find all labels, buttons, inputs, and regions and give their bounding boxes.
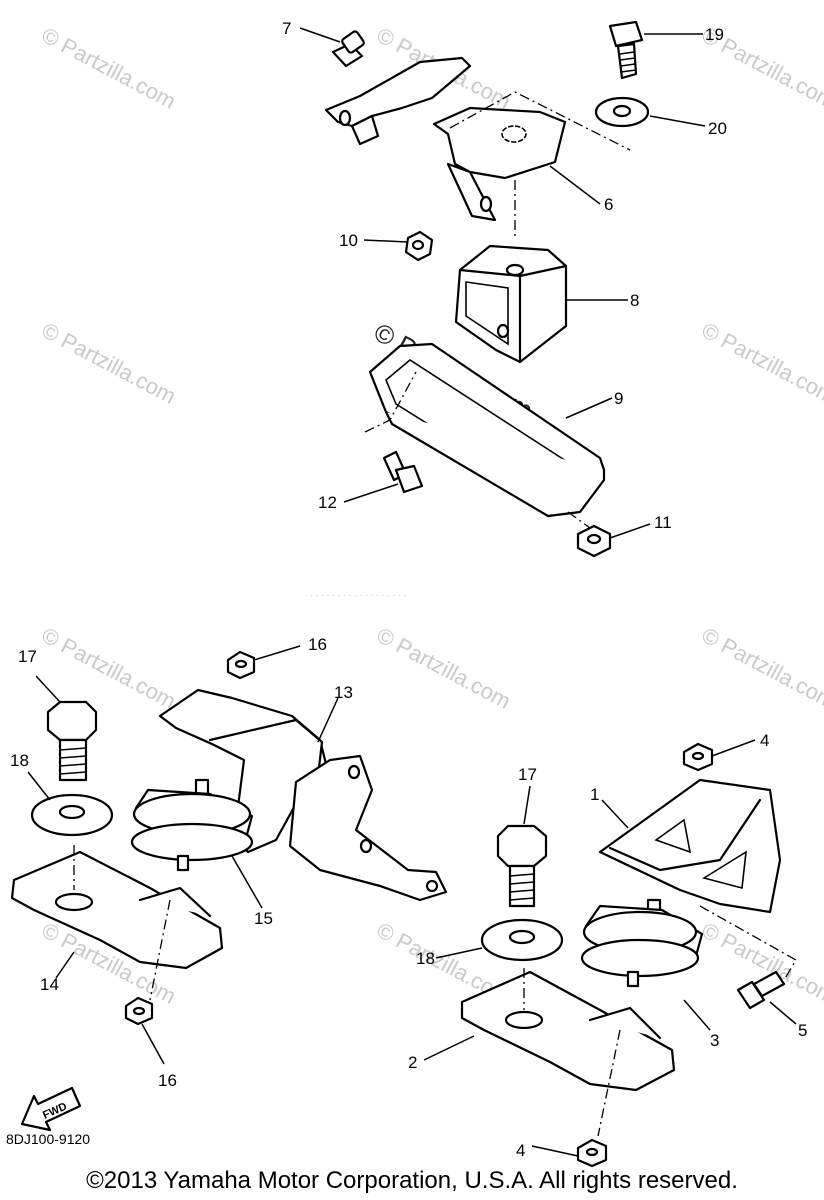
callout-3: 3 [710, 1031, 719, 1050]
part-12-bolt[interactable] [364, 371, 424, 494]
part-13-bracket[interactable] [158, 688, 448, 902]
callout-17-left: 17 [18, 647, 37, 666]
part-4-nut-bottom[interactable] [576, 1138, 608, 1168]
part-19-bolt[interactable] [608, 20, 644, 80]
callout-5: 5 [798, 1021, 807, 1040]
watermark-text: Partzilla.com [392, 633, 515, 714]
part-7-bolt[interactable] [331, 30, 365, 68]
callout-11: 11 [654, 513, 672, 532]
callout-17-right: 17 [518, 765, 537, 784]
callout-19: 19 [705, 25, 724, 44]
part-9-base-plate[interactable] [368, 342, 606, 518]
callout-4-top: 4 [760, 731, 769, 750]
part-1-bracket[interactable] [598, 778, 782, 914]
part-2-bracket[interactable] [460, 968, 676, 1137]
callout-9: 9 [614, 389, 623, 408]
callout-15: 15 [254, 909, 273, 928]
callout-4-bottom: 4 [516, 1141, 525, 1160]
part-18-washer-right[interactable] [480, 918, 564, 962]
copyright-notice: ©2013 Yamaha Motor Corporation, U.S.A. A… [86, 1167, 738, 1194]
part-16-nut-top[interactable] [226, 650, 256, 680]
callout-1: 1 [590, 785, 599, 804]
part-17-bolt-right[interactable] [496, 824, 548, 908]
part-17-bolt-left[interactable] [46, 700, 98, 782]
part-20-washer[interactable] [594, 96, 650, 128]
callout-6: 6 [604, 195, 613, 214]
watermark-text: Partzilla.com [717, 33, 824, 114]
watermark-text: Partzilla.com [717, 328, 824, 409]
watermark-text: Partzilla.com [57, 33, 180, 114]
callout-10: 10 [339, 231, 358, 250]
callout-14: 14 [40, 975, 59, 994]
leader-lines [27, 27, 797, 1157]
callout-16-top: 16 [308, 635, 327, 654]
part-5-bolt[interactable] [699, 905, 797, 1010]
callout-20: 20 [708, 119, 727, 138]
callout-13: 13 [334, 683, 353, 702]
part-4-nut-top[interactable] [682, 742, 714, 772]
callout-16-bottom: 16 [158, 1071, 177, 1090]
part-18-washer-left[interactable] [30, 793, 114, 837]
part-3-rubber-mount[interactable] [580, 898, 704, 988]
callout-18-right: 18 [416, 949, 435, 968]
watermark-text: Partzilla.com [57, 328, 180, 409]
callout-18-left: 18 [10, 751, 29, 770]
part-16-nut-bottom[interactable] [124, 996, 154, 1026]
callout-12: 12 [318, 493, 337, 512]
part-11-nut[interactable] [567, 511, 612, 558]
watermark-text: Partzilla.com [717, 928, 824, 1009]
diagram-code: 8DJ100-9120 [6, 1131, 90, 1147]
faint-caption: · · · · · · · · · · · · · · · · · · [310, 590, 406, 600]
watermark-symbol-main: © [369, 317, 400, 352]
fwd-arrow-icon: FWD [20, 1086, 82, 1132]
callout-2: 2 [408, 1053, 417, 1072]
part-14-bracket[interactable] [10, 845, 224, 1001]
part-10-nut[interactable] [404, 230, 434, 262]
part-8-rubber-block[interactable] [454, 244, 568, 364]
watermark-text: Partzilla.com [717, 633, 824, 714]
callout-labels: 7 19 20 6 10 8 9 11 12 16 13 17 18 15 14… [10, 19, 807, 1160]
callout-7: 7 [282, 19, 291, 38]
part-15-rubber-mount[interactable] [130, 778, 254, 872]
part-6-bracket[interactable] [324, 56, 631, 222]
callout-8: 8 [630, 291, 639, 310]
